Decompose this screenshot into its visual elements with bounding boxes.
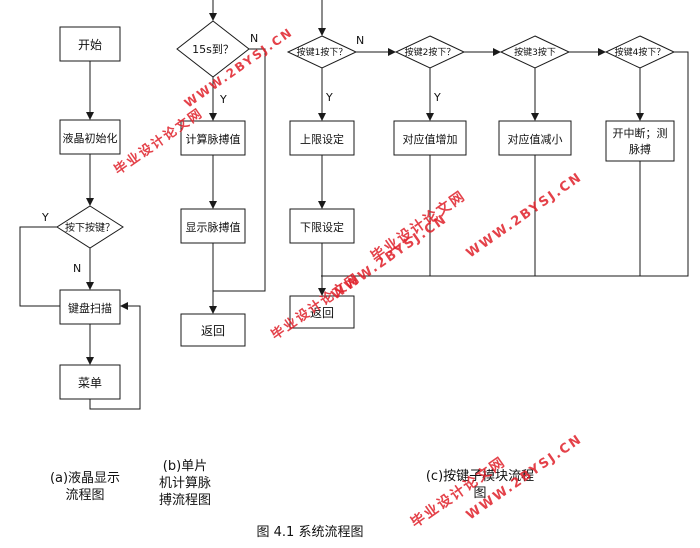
calc-pulse-label: 计算脉搏值 — [186, 132, 241, 146]
figure-caption: 图 4.1 系统流程图 — [257, 525, 364, 540]
increase-box — [393, 120, 467, 156]
menu-box — [59, 364, 121, 400]
keyboard-scan-label: 键盘扫描 — [68, 301, 112, 315]
watermark-group: 毕业设计论文网 WWW.2BYSJ.CN 毕业设计论文网 WWW.2BYSJ.C… — [111, 25, 585, 531]
key3-label: 按键3按下 — [514, 46, 556, 58]
caption-b-line1: (b)单片 — [163, 459, 207, 474]
key-pressed-label: 按下按键？ — [65, 221, 115, 234]
lower-limit-box — [289, 208, 355, 244]
key2-label: 按键2按下？ — [405, 46, 456, 58]
interrupt-box — [605, 120, 675, 162]
panel-b-no-label: N — [250, 32, 258, 45]
keyboard-scan-box — [59, 289, 121, 325]
panel-c-return-label: 返回 — [310, 306, 334, 320]
timer-15s-label: 15s到？ — [192, 43, 234, 56]
key4-label: 按键4按下？ — [615, 46, 666, 58]
caption-b-line2: 机计算脉 — [159, 476, 211, 491]
panel-a-lcd-flowchart: 开始 液晶初始化 按下按键？ Y N 键盘扫描 菜单 (a)液晶显示 流程图 — [19, 26, 141, 503]
decrease-label: 对应值减小 — [508, 132, 563, 146]
lcd-init-box — [59, 119, 121, 155]
panel-b-return-label: 返回 — [201, 324, 225, 338]
panel-c-yes-label-1: Y — [325, 91, 333, 104]
panel-c-key-module-flowchart: 按键1按下？ 按键2按下？ 按键3按下 按键4按下？ N Y 上限设定 下限设定… — [286, 0, 689, 501]
start-box — [59, 26, 121, 62]
caption-a-line1: (a)液晶显示 — [50, 471, 120, 486]
panel-a-no-label: N — [73, 262, 81, 275]
panel-b-yes-label: Y — [219, 93, 227, 106]
panel-c-no-label: N — [356, 34, 364, 47]
caption-a-line2: 流程图 — [65, 488, 104, 503]
caption-b-line3: 搏流程图 — [159, 492, 211, 508]
lcd-init-label: 液晶初始化 — [63, 131, 118, 145]
lower-limit-label: 下限设定 — [300, 220, 344, 234]
interrupt-label-line2: 脉搏 — [629, 142, 651, 156]
calc-pulse-box — [180, 120, 246, 156]
increase-label: 对应值增加 — [403, 132, 458, 146]
upper-limit-label: 上限设定 — [300, 132, 344, 146]
panel-c-return-box — [289, 295, 355, 329]
panel-a-yes-label: Y — [41, 211, 49, 224]
panel-b-return-box — [180, 313, 246, 347]
panel-b-pulse-flowchart: 15s到？ N Y 计算脉搏值 显示脉搏值 返回 (b)单片 机计算脉 搏流程图 — [159, 0, 266, 508]
display-pulse-label: 显示脉搏值 — [186, 220, 241, 234]
start-label: 开始 — [78, 38, 102, 52]
caption-c-line1: (c)按键子模块流程 — [426, 469, 534, 484]
watermark-text: 毕业设计论文网 — [368, 187, 469, 265]
caption-c-line2: 图 — [473, 486, 486, 501]
watermark-url: WWW.2BYSJ.CN — [464, 170, 586, 262]
key1-label: 按键1按下？ — [297, 46, 348, 58]
menu-label: 菜单 — [78, 376, 102, 390]
display-pulse-box — [180, 208, 246, 244]
panel-c-yes-label-2: Y — [433, 91, 441, 104]
upper-limit-box — [289, 120, 355, 156]
interrupt-label-line1: 开中断；测 — [613, 126, 668, 140]
